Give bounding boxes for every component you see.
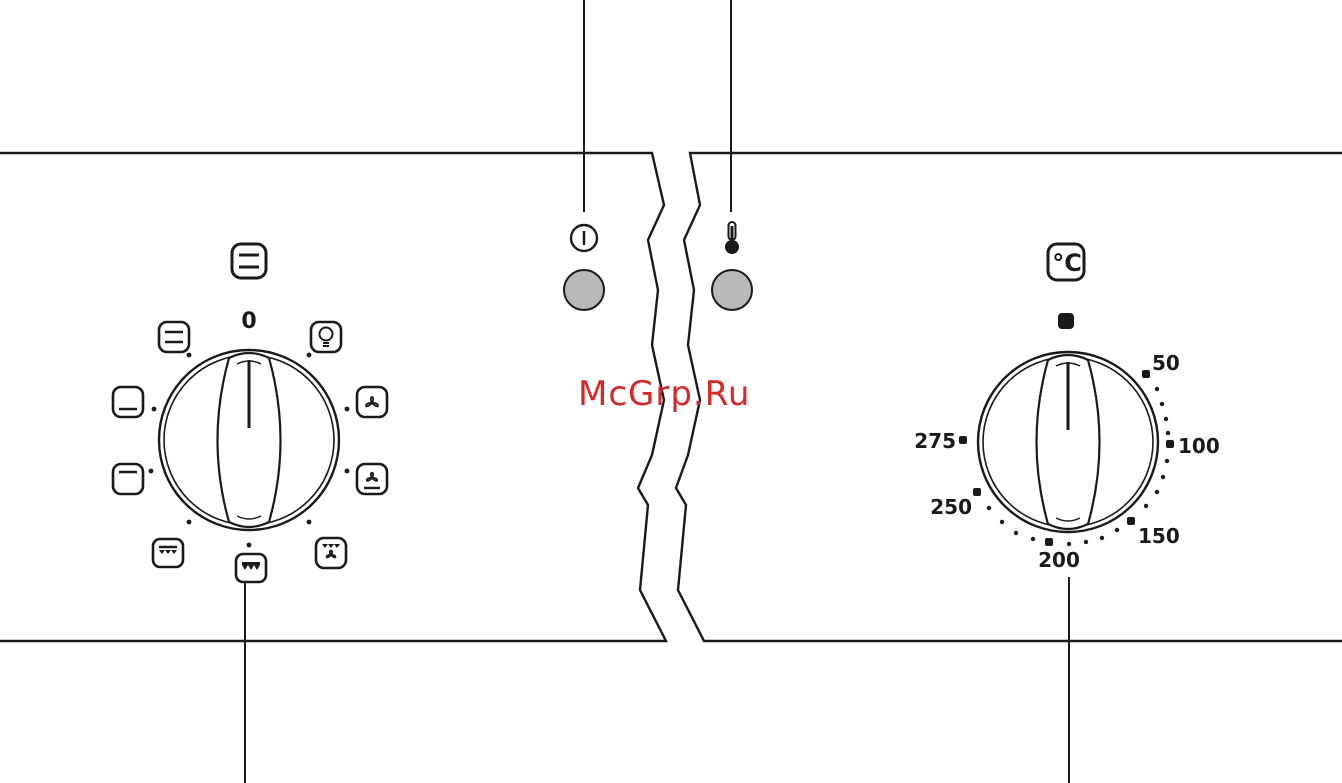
- conventional-heating-icon: [232, 244, 266, 278]
- fan-heating-icon: [357, 387, 387, 417]
- temperature-off-marker: [1058, 313, 1074, 329]
- power-indicator-icon: [571, 225, 597, 251]
- temp-label-250: 250: [930, 495, 972, 519]
- temperature-selector: °C: [914, 244, 1220, 572]
- temp-label-150: 150: [1138, 524, 1180, 548]
- grill-icon: [153, 539, 183, 567]
- oven-light-icon: [311, 322, 341, 352]
- temp-label-200: 200: [1038, 548, 1080, 572]
- top-element-icon: [113, 464, 143, 494]
- full-grill-icon: [236, 554, 266, 582]
- thermostat-indicator: [712, 222, 752, 310]
- temp-label-275: 275: [914, 429, 956, 453]
- power-indicator-lamp: [564, 270, 604, 310]
- watermark-text: McGrp.Ru: [578, 374, 750, 414]
- fan-bottom-heat-icon: [357, 464, 387, 494]
- thermostat-indicator-lamp: [712, 270, 752, 310]
- celsius-label: °C: [1052, 249, 1082, 277]
- thermometer-icon: [725, 222, 739, 254]
- temp-label-50: 50: [1152, 351, 1180, 375]
- power-indicator: [564, 225, 604, 310]
- bottom-heat-icon: [113, 387, 143, 417]
- top-heat-icon: [159, 322, 189, 352]
- temperature-selector-knob[interactable]: [978, 352, 1158, 532]
- function-off-label: 0: [241, 309, 256, 334]
- celsius-header: °C: [1048, 244, 1084, 280]
- function-selector: 0: [113, 244, 387, 582]
- temp-label-100: 100: [1178, 434, 1220, 458]
- fan-grill-icon: [316, 538, 346, 568]
- function-selector-knob[interactable]: [159, 350, 339, 530]
